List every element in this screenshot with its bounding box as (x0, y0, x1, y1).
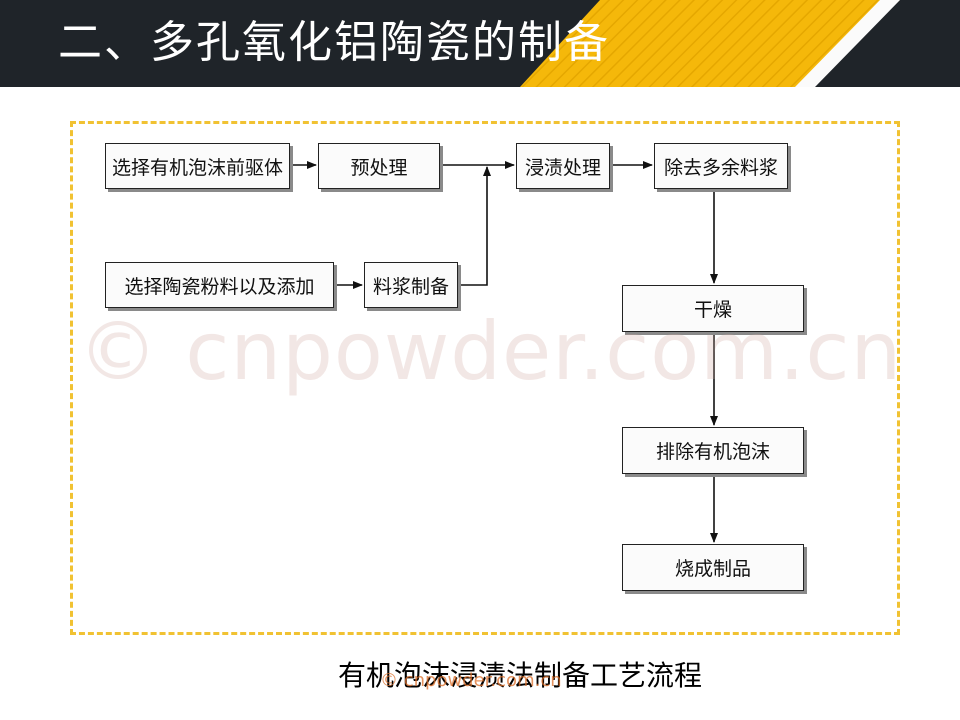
node-slurry-prep: 料浆制备 (364, 262, 458, 308)
caption-watermark: © cnpowder.com.cn (380, 670, 562, 691)
node-remove-foam: 排除有机泡沫 (622, 427, 804, 474)
node-sinter: 烧成制品 (622, 544, 804, 591)
node-dry: 干燥 (622, 285, 804, 332)
node-pretreat: 预处理 (318, 143, 440, 189)
slide-title: 二、多孔氧化铝陶瓷的制备 (58, 17, 610, 68)
diagram-frame (70, 121, 900, 635)
watermark-text: © cnpowder.com.cn (78, 305, 903, 398)
diagram-caption: 有机泡沫浸渍法制备工艺流程 (337, 659, 702, 692)
header-decoration (520, 0, 960, 87)
yellow-stripe-band (520, 0, 900, 87)
node-select-powder: 选择陶瓷粉料以及添加 (105, 262, 334, 308)
node-select-foam: 选择有机泡沫前驱体 (105, 143, 290, 189)
arrow-slurry-to-impregnate (458, 166, 491, 286)
node-remove-slurry: 除去多余料浆 (654, 143, 788, 189)
header-bar: 二、多孔氧化铝陶瓷的制备 (0, 0, 960, 87)
node-impregnate: 浸渍处理 (516, 143, 610, 189)
